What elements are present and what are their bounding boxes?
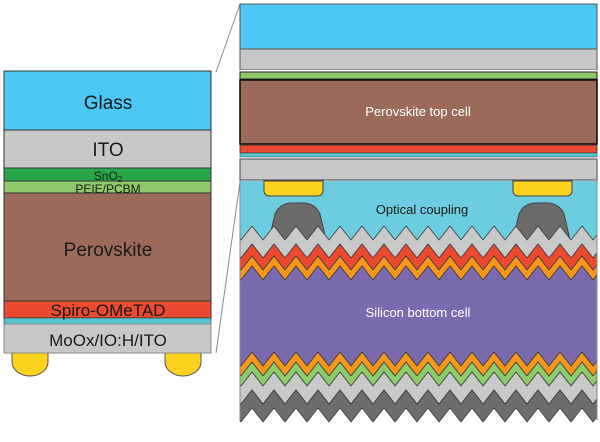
r-layer-gap [240,70,597,72]
label-bottom-tco: MoOx/IO:H/ITO [49,331,167,350]
r-layer-glass [239,3,598,50]
label-ito: ITO [92,140,123,161]
label-perovskite: Perovskite [64,240,153,261]
zoom-guide-top [215,3,241,73]
label-perovskite-top-cell: Perovskite top cell [365,104,471,119]
r-layer-cyan-thin [239,152,598,158]
left-stack: Glass ITO SnO2 PEIE/PCBM Perovskite Spir… [3,70,212,377]
right-stack: Perovskite top cell Optical coupling Sil… [239,3,598,423]
label-silicon-bottom-cell: Silicon bottom cell [366,305,471,320]
r-contact-2 [512,180,573,197]
r-layer-spiro [239,144,598,154]
layer-glass [3,70,212,131]
layer-bottom-tco [3,323,212,354]
textured-layers [239,225,598,423]
zoom-guide-bottom [215,181,241,354]
r-layer-perovskite [239,79,598,145]
left-contact-1 [11,352,49,377]
label-optical-coupling: Optical coupling [376,202,469,217]
label-sno2: SnO2 [94,169,123,184]
label-peie-pcbm: PEIE/PCBM [75,182,140,196]
label-spiro: Spiro-OMeTAD [51,301,166,320]
layer-perovskite [3,192,212,302]
r-contact-1 [263,180,324,197]
left-contact-2 [164,352,202,377]
layer-ito [3,129,212,169]
r-layer-peie-pcbm [239,71,598,80]
r-layer-ito [239,48,598,71]
r-layer-bottom-tco [239,158,598,181]
label-glass: Glass [84,93,133,114]
